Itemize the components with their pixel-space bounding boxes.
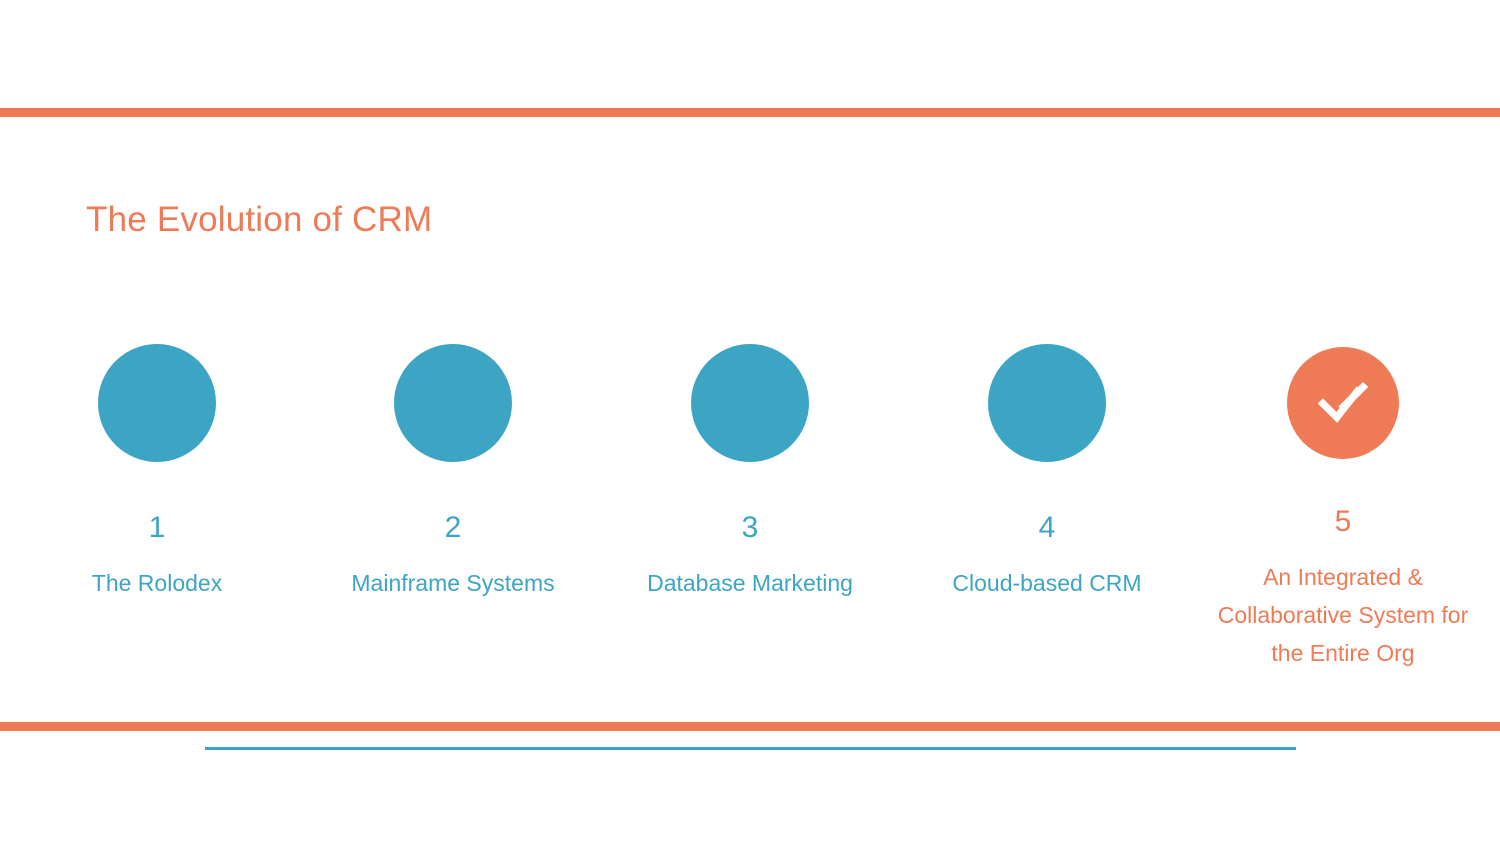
timeline-node-circle-3[interactable] [691,344,809,462]
timeline-node-circle-4[interactable] [988,344,1106,462]
top-divider-rule [0,108,1500,117]
step-label-5: An Integrated & Collaborative System for… [1217,564,1469,666]
timeline-step-2[interactable]: 2 Mainframe Systems [323,344,583,602]
timeline-node-circle-1[interactable] [98,344,216,462]
timeline-connector-4-5 [1041,747,1296,750]
step-label-4: Cloud-based CRM [952,570,1142,596]
step-number-2: 2 [444,511,462,544]
timeline-step-3[interactable]: 3 Database Marketing [620,344,880,602]
step-label-3: Database Marketing [647,570,853,596]
timeline-step-5[interactable]: 5 An Integrated & Collaborative System f… [1213,344,1473,672]
evolution-timeline: 1 The Rolodex 2 Mainframe Systems 3 Data… [0,344,1500,750]
timeline-step-4[interactable]: 4 Cloud-based CRM [917,344,1177,602]
timeline-step-1[interactable]: 1 The Rolodex [27,344,287,602]
step-number-1: 1 [148,511,166,544]
timeline-connector-3-4 [744,747,1054,750]
step-label-2: Mainframe Systems [351,570,555,596]
step-number-5: 5 [1334,505,1352,538]
double-check-icon [1317,381,1369,423]
timeline-node-circle-2[interactable] [394,344,512,462]
step-number-3: 3 [741,511,759,544]
timeline-connector-2-3 [447,747,757,750]
step-label-1: The Rolodex [91,570,223,596]
timeline-node-circle-5[interactable] [1287,347,1399,459]
timeline-connector-1-2 [205,747,460,750]
page-title: The Evolution of CRM [86,200,433,239]
bottom-divider-rule [0,722,1500,731]
step-number-4: 4 [1038,511,1056,544]
